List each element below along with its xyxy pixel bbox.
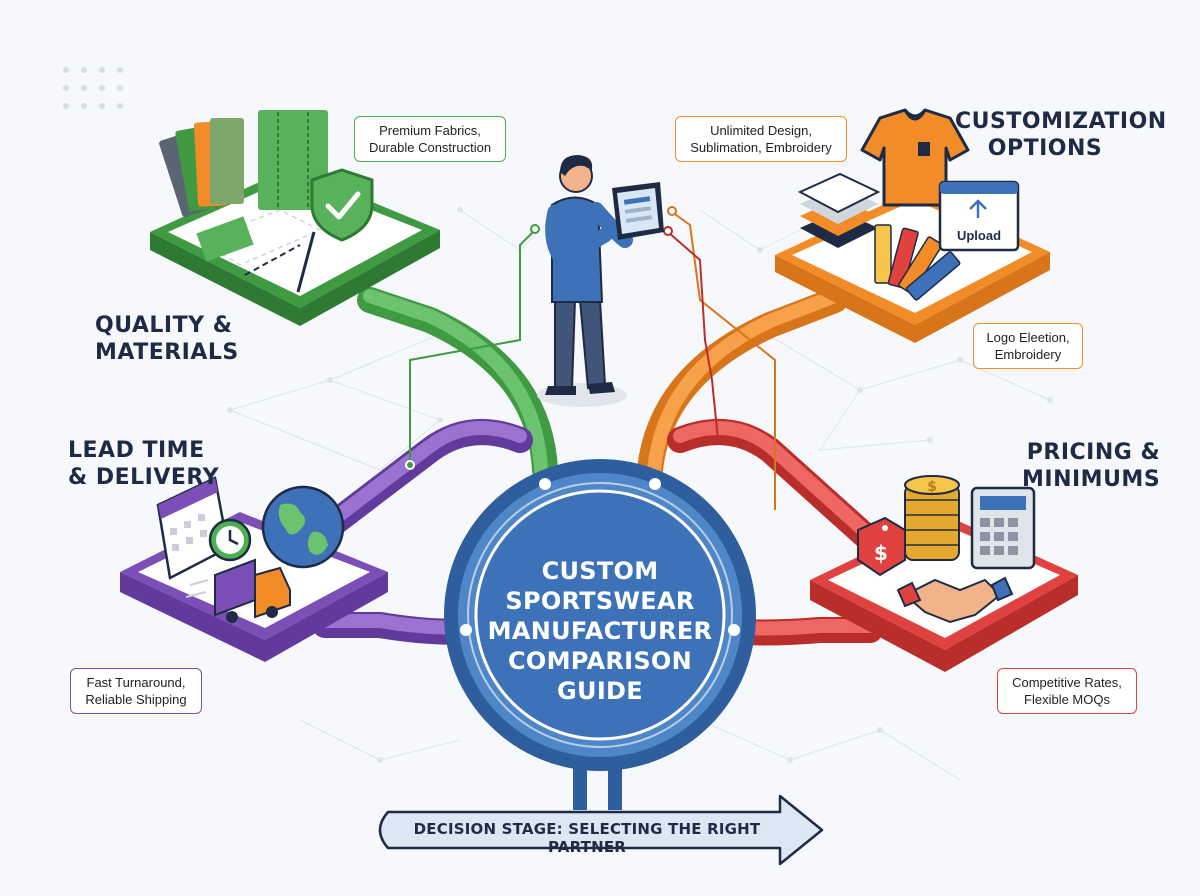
- lead-time-heading: LEAD TIME & DELIVERY: [68, 437, 219, 491]
- quality-connector-path: [357, 287, 558, 483]
- lead-time-heading-line: LEAD TIME: [68, 438, 205, 463]
- dot-grid-decoration: [63, 67, 123, 109]
- quality-heading-line: MATERIALS: [95, 340, 239, 365]
- callout-line: Fast Turnaround,: [86, 675, 186, 690]
- pricing-heading-line: MINIMUMS: [1022, 467, 1161, 492]
- globe-icon: [261, 485, 345, 569]
- callout-line: Premium Fabrics,: [379, 123, 481, 138]
- customization-heading-line: OPTIONS: [987, 136, 1103, 161]
- svg-text:$: $: [874, 541, 888, 565]
- shield-check-icon: [310, 168, 374, 242]
- guide-title-line: MANUFACTURER: [487, 617, 713, 645]
- quality-callout: Premium Fabrics, Durable Construction: [354, 116, 506, 162]
- pricing-callout: Competitive Rates, Flexible MOQs: [997, 668, 1137, 714]
- customization-heading: CUSTOMIZATION OPTIONS: [955, 108, 1167, 162]
- tablet-icon: [612, 182, 664, 240]
- callout-line: Reliable Shipping: [85, 692, 187, 707]
- callout-line: Competitive Rates,: [1012, 675, 1122, 690]
- decision-stage-banner: [378, 794, 824, 866]
- guide-title-line: SPORTSWEAR: [505, 587, 695, 615]
- calculator-icon: [970, 486, 1036, 570]
- central-hub: [444, 459, 756, 810]
- price-tag-icon: $: [857, 516, 906, 577]
- clock-icon: [208, 518, 252, 562]
- customization-connector-path: [637, 287, 848, 483]
- lead-time-callout: Fast Turnaround, Reliable Shipping: [70, 668, 202, 714]
- quality-heading-line: QUALITY &: [95, 313, 233, 338]
- guide-title: CUSTOM SPORTSWEAR MANUFACTURER COMPARISO…: [470, 556, 730, 706]
- callout-line: Durable Construction: [368, 140, 492, 155]
- fabric-swatches-icon: [159, 110, 328, 262]
- shirt-icon: [860, 108, 970, 207]
- callout-line: Unlimited Design,: [710, 123, 812, 138]
- stacked-layers-icon: [797, 172, 881, 248]
- customization-callout: Unlimited Design, Sublimation, Embroider…: [675, 116, 847, 162]
- pricing-heading: PRICING & MINIMUMS: [1022, 439, 1160, 493]
- callout-line: Sublimation, Embroidery: [690, 140, 832, 155]
- data-lines: [405, 206, 776, 510]
- lead-time-heading-line: & DELIVERY: [68, 465, 220, 490]
- svg-text:$: $: [927, 479, 937, 495]
- guide-title-line: GUIDE: [557, 677, 643, 705]
- sewing-needle-icon: [244, 231, 316, 293]
- guide-title-line: CUSTOM: [541, 557, 659, 585]
- decision-stage-label: DECISION STAGE: SELECTING THE RIGHT PART…: [413, 820, 761, 856]
- person-figure: [537, 155, 633, 407]
- customization-heading-line: CUSTOMIZATION: [955, 109, 1167, 134]
- coin-stack-icon: $: [904, 475, 960, 561]
- callout-line: Embroidery: [994, 347, 1062, 362]
- delivery-truck-icon: [185, 558, 291, 623]
- quality-heading: QUALITY & MATERIALS: [95, 312, 239, 366]
- customization-secondary-callout: Logo Eleetion, Embroidery: [973, 323, 1083, 369]
- color-palette-icon: [874, 224, 961, 301]
- callout-line: Flexible MOQs: [1024, 692, 1110, 707]
- upload-window-icon: Upload: [938, 180, 1020, 252]
- handshake-icon: [896, 576, 1014, 624]
- guide-title-line: COMPARISON: [507, 647, 693, 675]
- callout-line: Logo Eleetion,: [986, 330, 1070, 345]
- pricing-heading-line: PRICING &: [1026, 440, 1161, 465]
- upload-label: Upload: [957, 228, 1001, 243]
